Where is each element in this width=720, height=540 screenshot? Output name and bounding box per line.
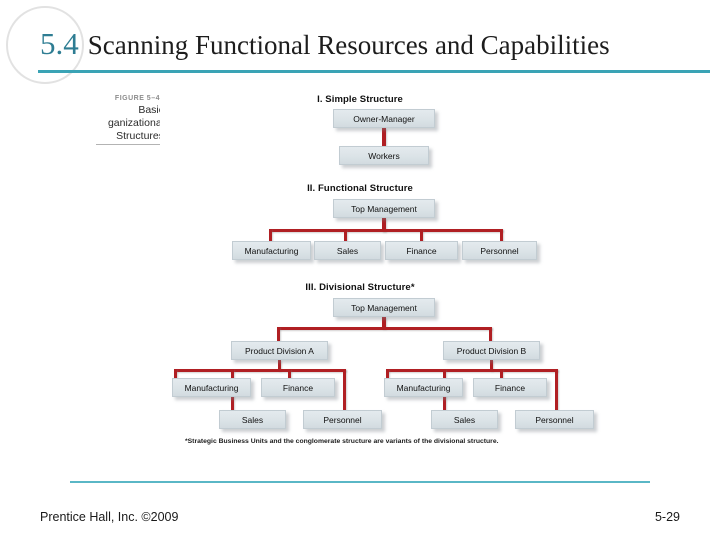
node-div-a-personnel: Personnel [303,410,382,429]
node-product-division-b: Product Division B [443,341,540,360]
section-number: 5.4 [40,26,79,61]
node-div-b-personnel: Personnel [515,410,594,429]
section-heading-simple-structure: I. Simple Structure [317,94,403,105]
node-func-manufacturing: Manufacturing [232,241,311,260]
connector-div-b-drop-finance [500,369,503,380]
node-div-a-manufacturing: Manufacturing [172,378,251,397]
figure-basic-organizational-structures: FIGURE 5–4 Basic ganizational Structures… [0,86,720,458]
node-func-finance: Finance [385,241,458,260]
connector-div-a-trunk [278,360,281,371]
node-product-division-a: Product Division A [231,341,328,360]
section-heading-functional-structure: II. Functional Structure [307,183,413,194]
connector-div-a-drop-finance [288,369,291,380]
figure-title: Basic ganizational Structures [88,104,160,143]
connector-div-bus [277,327,492,330]
figure-label: FIGURE 5–4 [114,95,160,102]
page-title: 5.4 Scanning Functional Resources and Cap… [40,26,610,62]
connector-div-b-drop-personnel [555,369,558,412]
node-func-sales: Sales [314,241,381,260]
slide-header: 5.4 Scanning Functional Resources and Cap… [0,0,720,84]
footer-page-number: 5-29 [654,510,680,524]
connector-div-b-trunk [490,360,493,371]
node-div-a-finance: Finance [261,378,335,397]
connector-div-drop-a [277,327,280,343]
connector-div-b-drop-manufacturing [386,369,389,380]
node-func-top-management: Top Management [333,199,435,218]
footer-divider [70,481,650,483]
connector-func-trunk [382,218,386,232]
connector-div-trunk [382,317,386,329]
figure-caption: FIGURE 5–4 Basic ganizational Structures [88,94,160,143]
node-workers: Workers [339,146,429,165]
node-func-personnel: Personnel [462,241,537,260]
node-div-b-manufacturing: Manufacturing [384,378,463,397]
figure-footnote: *Strategic Business Units and the conglo… [185,438,499,445]
header-circle-decoration [6,6,84,84]
connector-div-a-drop-personnel [343,369,346,412]
figure-title-line-2: ganizational [107,117,160,129]
header-divider [38,70,710,73]
figure-title-line-3: Structures [116,130,160,142]
section-heading-divisional-structure: III. Divisional Structure* [305,282,415,293]
node-owner-manager: Owner-Manager [333,109,435,128]
figure-title-line-1: Basic [138,104,160,116]
section-title: Scanning Functional Resources and Capabi… [87,30,610,60]
connector-owner-to-workers [382,128,386,148]
footer-copyright: Prentice Hall, Inc. ©2009 [40,510,179,524]
node-div-top-management: Top Management [333,298,435,317]
connector-func-drop-sales [344,229,347,243]
connector-func-drop-finance [420,229,423,243]
connector-div-a-drop-manufacturing [174,369,177,380]
node-div-b-sales: Sales [431,410,498,429]
connector-div-drop-b [489,327,492,343]
connector-func-drop-personnel [500,229,503,243]
figure-caption-rule [96,144,160,145]
connector-div-a-bus [174,369,346,372]
node-div-a-sales: Sales [219,410,286,429]
connector-div-b-bus [386,369,558,372]
connector-func-bus [269,229,503,232]
connector-func-drop-manufacturing [269,229,272,243]
node-div-b-finance: Finance [473,378,547,397]
